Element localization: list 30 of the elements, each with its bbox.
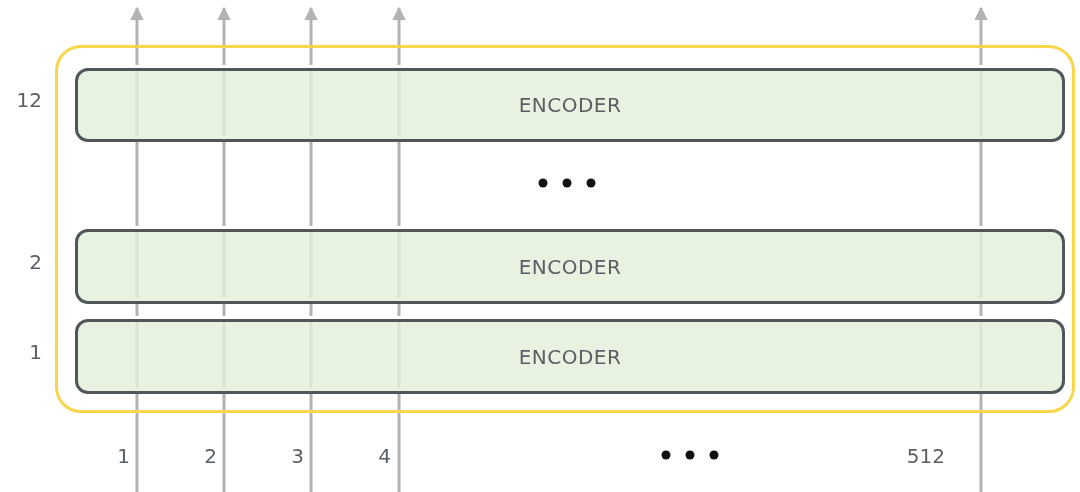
position-number: 2: [204, 444, 217, 468]
arrow: [974, 6, 988, 65]
connector-line: [222, 391, 226, 492]
connector-line: [135, 139, 139, 226]
position-number: 1: [117, 444, 130, 468]
arrow: [392, 6, 406, 65]
encoder-box: [75, 319, 1065, 394]
arrow: [130, 6, 144, 65]
encoder-label: ENCODER: [518, 344, 622, 369]
connector-line: [135, 391, 139, 492]
position-number: 512: [906, 444, 945, 468]
encoder-box: [75, 229, 1065, 304]
layer-number: 1: [29, 340, 42, 364]
layer-number: 2: [29, 250, 42, 274]
position-number: 4: [378, 444, 391, 468]
connector-line: [979, 139, 983, 226]
arrow: [304, 6, 318, 65]
connector-line: [222, 139, 226, 226]
connector-line: [979, 391, 983, 492]
position-number: 3: [291, 444, 304, 468]
encoder-label: ENCODER: [518, 93, 622, 117]
arrow: [217, 6, 231, 65]
encoder-label: ENCODER: [518, 254, 622, 279]
connector-line: [397, 139, 401, 226]
connector-line: [309, 139, 313, 226]
layer-number: 12: [16, 88, 42, 112]
group-frame: [55, 45, 1075, 413]
connector-line: [309, 391, 313, 492]
encoder-box: [75, 68, 1065, 142]
connector-line: [397, 391, 401, 492]
